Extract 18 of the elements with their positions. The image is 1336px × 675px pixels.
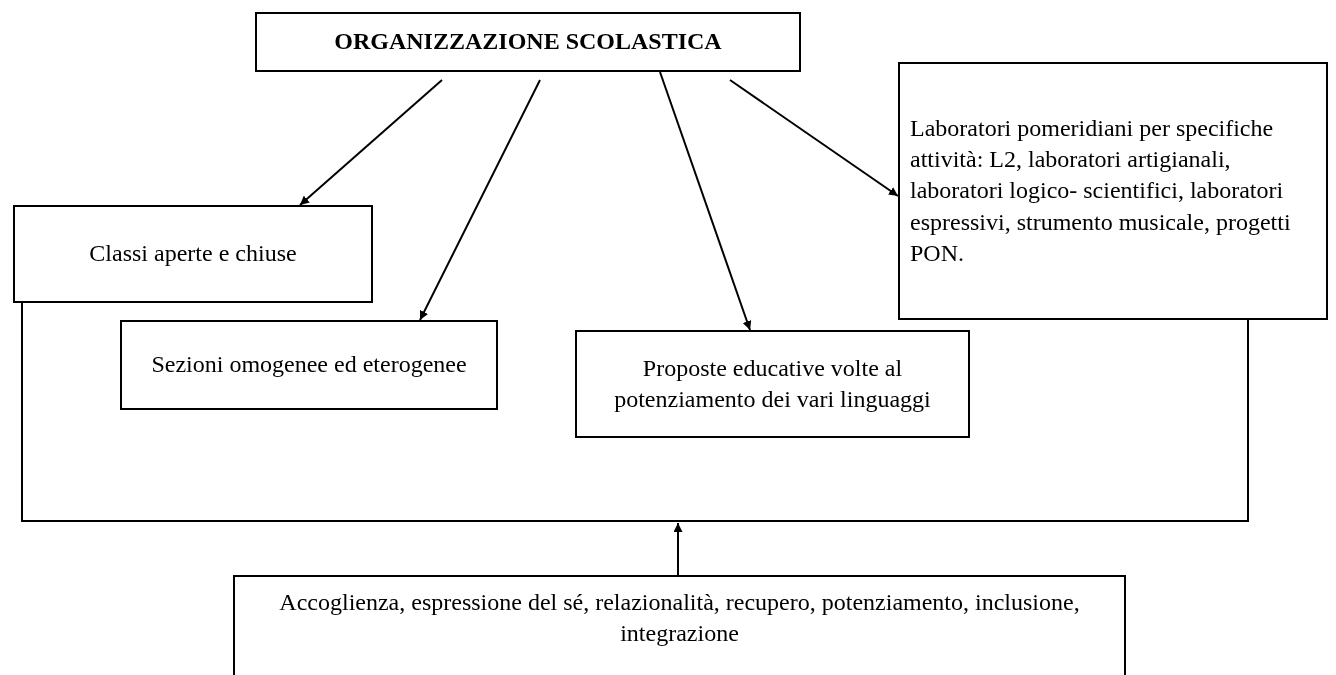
process-box — [575, 330, 970, 438]
box-text: Accoglienza, espressione del sé, relazionalità, recupero, potenziamento, inclusione, integrazione — [278, 588, 1081, 649]
arrow — [659, 71, 752, 331]
process-box — [233, 575, 1126, 675]
process-box — [13, 205, 373, 303]
process-box — [120, 320, 498, 410]
box-text: Classi aperte e chiuse — [89, 239, 297, 269]
title-text: ORGANIZZAZIONE SCOLASTICA — [334, 27, 722, 57]
title-box — [255, 12, 801, 72]
arrow — [419, 79, 541, 321]
box-text: Proposte educative volte al potenziamento dei vari linguaggi — [613, 353, 932, 414]
arrow — [729, 79, 899, 197]
box-text: Sezioni omogenee ed eterogenee — [151, 350, 467, 380]
arrow — [673, 522, 683, 576]
connector-line — [21, 302, 1249, 522]
arrow — [299, 79, 443, 206]
box-text: Laboratori pomeridiani per specifiche attività: L2, laboratori artigianali, laboratori logico- scientifici, laboratori espressivi, strumento musicale, progetti PON. — [910, 114, 1292, 268]
process-box — [898, 62, 1328, 320]
